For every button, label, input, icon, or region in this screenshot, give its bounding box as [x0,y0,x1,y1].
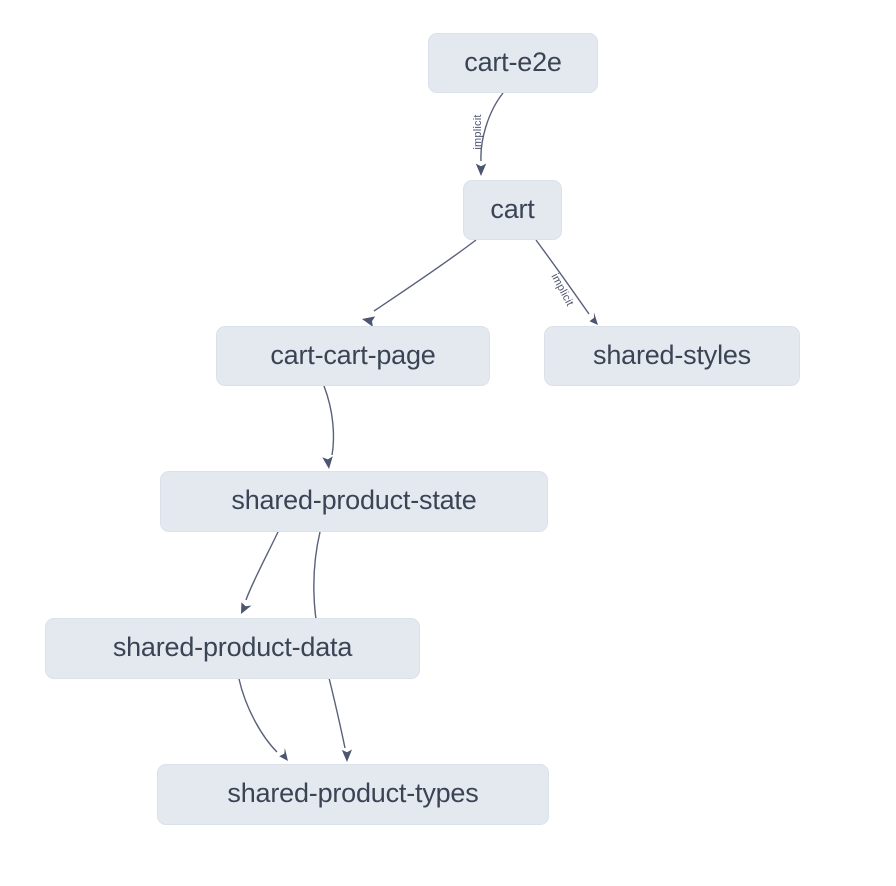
edge-line [238,678,278,753]
graph-node-label: cart [490,193,535,224]
graph-node-label: shared-product-types [227,778,479,808]
graph-edge-cart-e2e__cart: implicit [472,92,504,176]
graph-node-cart[interactable]: cart [463,180,562,240]
graph-node-label: shared-product-state [231,485,477,515]
graph-node-label: shared-product-data [112,632,353,662]
graph-edge-cart__shared-styles: implicit [535,239,598,325]
edge-arrowhead-icon [475,163,487,176]
graph-node-shared-product-data[interactable]: shared-product-data [45,618,420,679]
graph-node-label: cart-cart-page [270,339,436,370]
graph-node-cart-cart-page[interactable]: cart-cart-page [216,326,490,386]
graph-edge-shared-product-state__shared-product-data [241,531,279,614]
graph-node-cart-e2e[interactable]: cart-e2e [428,33,598,93]
graph-node-shared-product-types[interactable]: shared-product-types [157,764,549,825]
edge-line [535,239,590,315]
graph-edge-cart-cart-page__shared-product-state [322,385,335,469]
edge-arrowhead-icon [241,602,252,614]
graph-node-shared-styles[interactable]: shared-styles [544,326,800,386]
graph-node-label: cart-e2e [464,46,562,77]
edge-line [480,92,504,162]
graph-node-label: shared-styles [593,339,751,370]
edge-arrowhead-icon [279,748,288,761]
edge-line [323,385,335,456]
graph-node-shared-product-state[interactable]: shared-product-state [160,471,548,532]
edge-arrowhead-icon [341,749,352,762]
edge-arrowhead-icon [589,312,598,325]
edge-arrowhead-icon [322,456,333,469]
graph-edge-cart__cart-cart-page [362,239,477,327]
graph-edge-shared-product-data__shared-product-types [238,678,288,761]
edge-label: implicit [549,272,576,309]
edge-line [245,531,279,601]
edge-label: implicit [472,114,484,149]
edge-line [373,239,477,312]
